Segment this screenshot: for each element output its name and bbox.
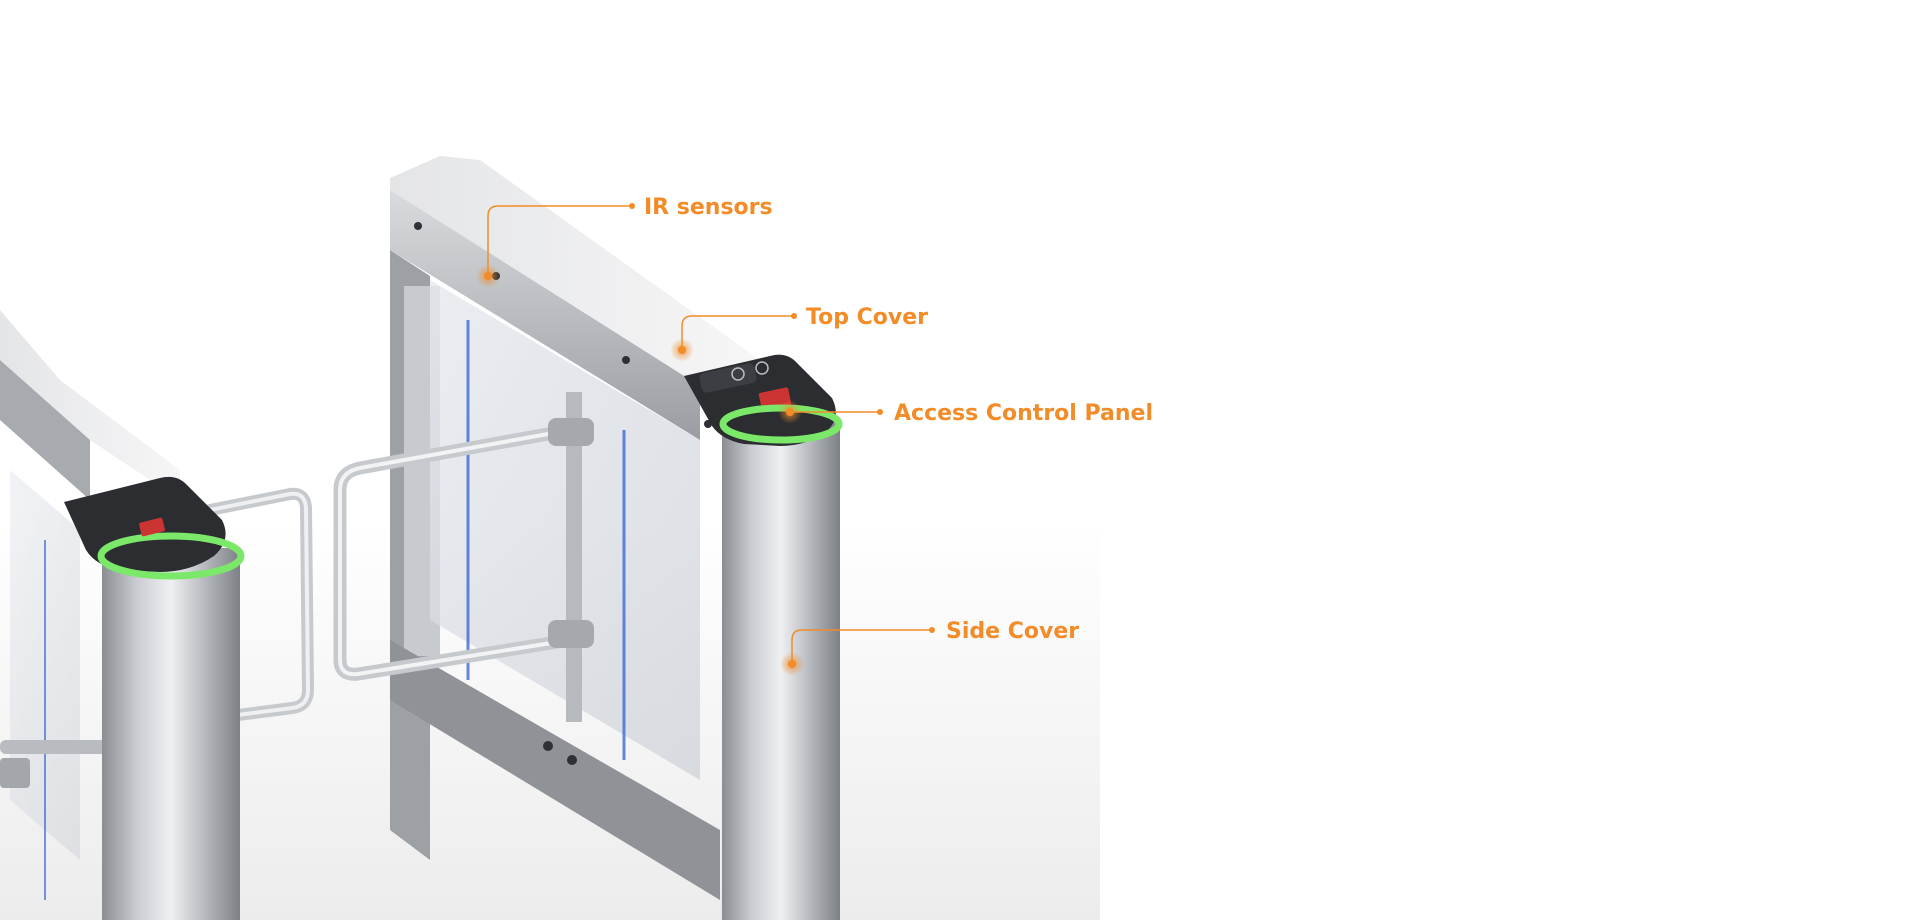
- left-turnstile: [0, 310, 315, 920]
- callout-top-cover: Top Cover: [670, 305, 928, 362]
- callout-side-cover: Side Cover: [780, 619, 1079, 676]
- callout-access-control-panel: Access Control Panel: [778, 400, 1153, 426]
- top-cover-label: Top Cover: [806, 305, 928, 330]
- side-cover-label: Side Cover: [946, 619, 1079, 644]
- side-cover-surface: [722, 420, 840, 920]
- ir-sensors-label: IR sensors: [644, 195, 773, 220]
- access-control-panel-label: Access Control Panel: [894, 401, 1153, 426]
- top-cover-surface: [390, 156, 760, 386]
- callout-ir-sensors: IR sensors: [476, 195, 773, 288]
- right-turnstile: [333, 156, 843, 920]
